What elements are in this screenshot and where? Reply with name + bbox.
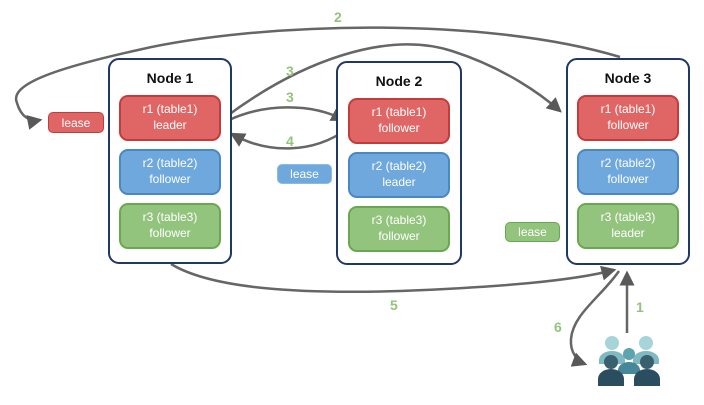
arrow-step-2-node3-to-lease <box>14 26 621 130</box>
step-label-2: 2 <box>334 9 342 25</box>
replica-role: follower <box>378 121 420 135</box>
lease-badge-table1: lease <box>48 112 104 133</box>
step-label-3b: 3 <box>286 89 294 105</box>
person-icon-front-left <box>598 355 624 386</box>
replica-name: r1 (table1) <box>142 102 198 117</box>
node-3-title: Node 3 <box>604 70 652 86</box>
replica-name: r2 (table2) <box>371 159 427 174</box>
replica-role: follower <box>607 118 649 132</box>
replica-name: r3 (table3) <box>142 210 198 225</box>
node-2-replica-r1: r1 (table1) follower <box>348 98 450 144</box>
node-1-replica-r3: r3 (table3) follower <box>119 203 221 249</box>
replica-role: follower <box>607 172 649 186</box>
replica-name: r3 (table3) <box>600 210 656 225</box>
step-label-6: 6 <box>554 319 562 335</box>
replica-role: follower <box>378 229 420 243</box>
node-1-replica-r2: r2 (table2) follower <box>119 149 221 195</box>
step-label-1: 1 <box>636 299 644 315</box>
node-2-replica-r2: r2 (table2) leader <box>348 152 450 198</box>
replica-name: r3 (table3) <box>371 213 427 228</box>
arrow-step-3-leader-to-node2 <box>226 106 347 123</box>
node-3-replica-r2: r2 (table2) follower <box>577 149 679 195</box>
replica-name: r1 (table1) <box>600 102 656 117</box>
node-3-replica-r3: r3 (table3) leader <box>577 203 679 249</box>
replica-role: leader <box>382 175 416 189</box>
step-label-3a: 3 <box>286 63 294 79</box>
step-label-5: 5 <box>390 297 398 313</box>
lease-badge-table2: lease <box>277 164 332 184</box>
node-3-replica-r1: r1 (table1) follower <box>577 95 679 141</box>
users-group-icon <box>598 336 660 386</box>
node-3: Node 3 r1 (table1) follower r2 (table2) … <box>566 58 690 265</box>
node-2: Node 2 r1 (table1) follower r2 (table2) … <box>336 61 462 265</box>
step-label-4: 4 <box>286 133 294 149</box>
node-2-title: Node 2 <box>375 73 423 89</box>
node-1-title: Node 1 <box>146 70 194 86</box>
node-1: Node 1 r1 (table1) leader r2 (table2) fo… <box>108 58 232 264</box>
lease-badge-table3: lease <box>505 222 560 242</box>
replica-role: follower <box>149 226 191 240</box>
replica-role: leader <box>153 118 187 132</box>
person-icon-front-right <box>634 355 660 386</box>
node-2-replica-r3: r3 (table3) follower <box>348 206 450 252</box>
replica-name: r1 (table1) <box>371 105 427 120</box>
replica-name: r2 (table2) <box>600 156 656 171</box>
node-1-replica-r1: r1 (table1) leader <box>119 95 221 141</box>
arrow-step-5-node1-to-node3 <box>170 262 617 294</box>
replica-role: follower <box>149 172 191 186</box>
replica-role: leader <box>611 226 645 240</box>
replica-name: r2 (table2) <box>142 156 198 171</box>
person-icon-middle <box>618 348 640 374</box>
